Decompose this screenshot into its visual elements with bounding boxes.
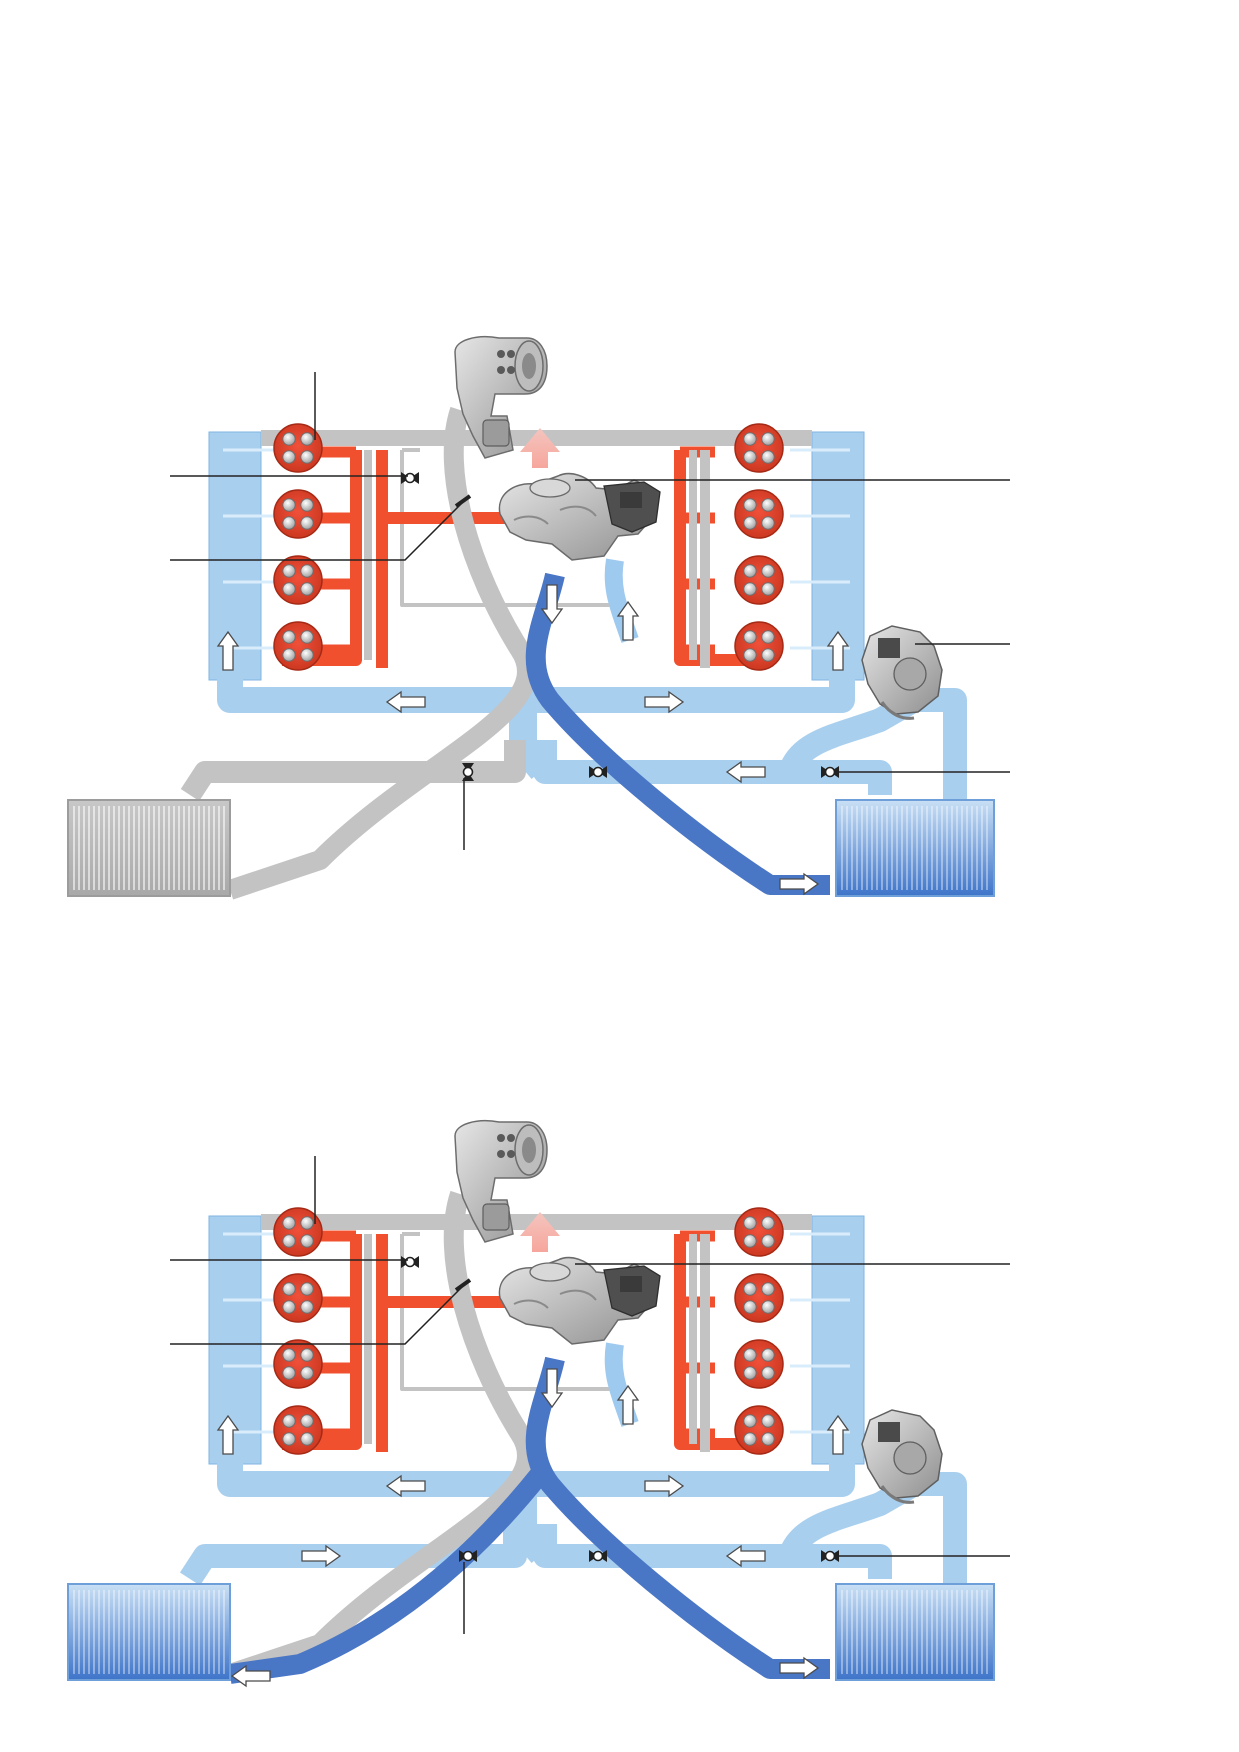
cylinder-right-3 [734,555,784,605]
right-radiator-feed [533,1524,892,1579]
turbocharger-main [498,1256,661,1345]
supply-line-left [228,1467,548,1684]
left-radiator-feed [179,1524,527,1586]
cylinder-right-1 [734,423,784,473]
cylinder-right-3 [734,1339,784,1389]
cooling-panel-1 [67,336,1010,900]
cylinder-left-3 [273,555,323,605]
flow-arrow-7 [616,600,640,641]
valve-right-inner [589,1550,607,1562]
cylinder-left-1 [273,1207,323,1257]
cylinder-left-2 [273,489,323,539]
right-radiator-feed [533,740,892,795]
flow-arrow-4 [644,1474,685,1498]
valve-right-inner [589,766,607,778]
flow-arrow-5 [725,1544,766,1568]
turbocharger-main [498,472,661,561]
exhaust-flow-arrow [520,428,560,468]
cylinder-left-1 [273,423,323,473]
left-radiator-feed [180,740,526,802]
flow-arrow-3 [385,1474,426,1498]
turbocharger-upper [454,1120,548,1243]
cooling-panel-2 [67,1120,1010,1688]
radiator-left [67,799,231,897]
flow-arrow-6 [301,1544,342,1568]
electric-coolant-pump [861,625,943,720]
cylinder-left-4 [273,1405,323,1455]
flow-arrow-1 [216,1414,240,1455]
flow-arrow-5 [725,760,766,784]
supply-line-right [525,572,830,895]
callout-thermostat [170,499,466,561]
flow-arrow-6 [540,584,564,625]
flow-arrow-9 [230,1664,271,1688]
hot-manifold-right [674,1234,760,1450]
radiator-left [67,1583,231,1681]
hot-manifold-right [674,450,760,666]
cylinder-right-2 [734,1273,784,1323]
cylinder-right-2 [734,489,784,539]
flow-arrow-2 [826,630,850,671]
cylinder-right-1 [734,1207,784,1257]
inactive-cross-line [226,406,537,900]
valve-right [821,1550,839,1562]
shutoff-valve [401,472,419,484]
flow-arrow-3 [385,690,426,714]
cylinder-right-4 [734,1405,784,1455]
exhaust-flow-arrow [520,1212,560,1252]
inactive-cross-line [226,1190,537,1684]
flow-arrow-7 [540,1368,564,1409]
radiator-right [835,799,995,897]
cylinder-left-2 [273,1273,323,1323]
turbocharger-upper [454,336,548,459]
callout-thermostat [170,1283,466,1345]
radiator-right [835,1583,995,1681]
cylinder-right-4 [734,621,784,671]
cylinder-left-3 [273,1339,323,1389]
supply-line-right [525,1356,830,1679]
valve-center [462,763,474,781]
valve-center [459,1550,477,1562]
flow-arrow-2 [826,1414,850,1455]
flow-arrow-8 [616,1384,640,1425]
flow-arrow-1 [216,630,240,671]
flow-arrow-10 [779,1656,820,1680]
shutoff-valve [401,1256,419,1268]
flow-arrow-8 [779,872,820,896]
valve-right [821,766,839,778]
cylinder-left-4 [273,621,323,671]
flow-arrow-4 [644,690,685,714]
electric-coolant-pump [861,1409,943,1504]
